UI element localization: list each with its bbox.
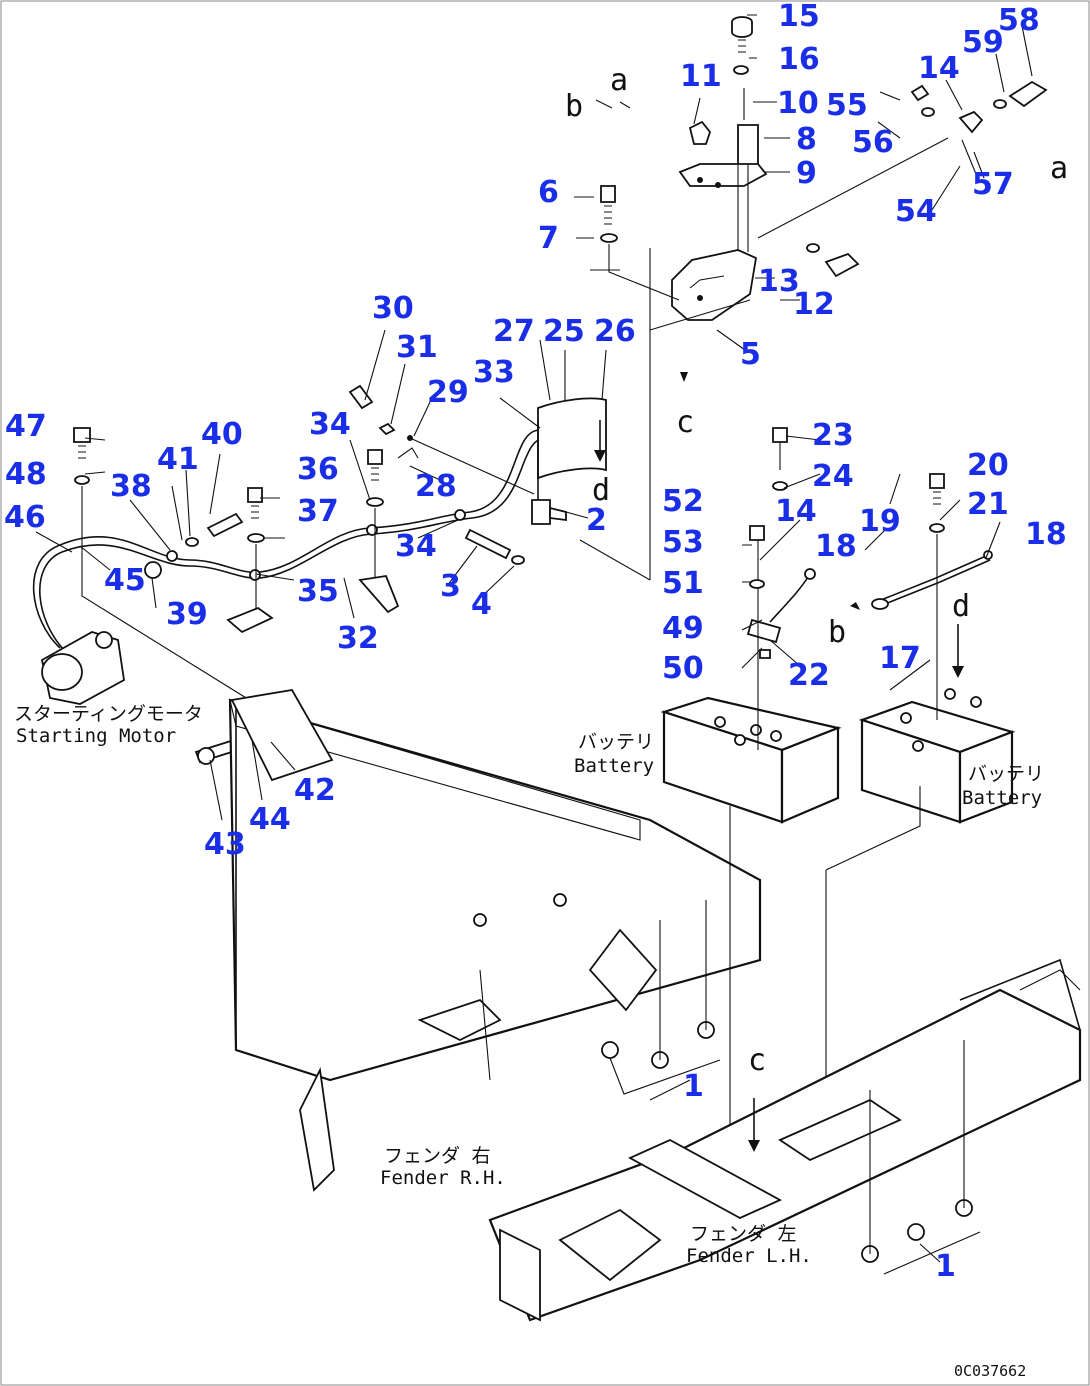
ref-letter-d: d <box>592 473 610 508</box>
callout-7: 7 <box>538 221 559 256</box>
callout-26: 26 <box>594 314 636 349</box>
callout-13: 13 <box>758 264 800 299</box>
callout-43: 43 <box>204 827 246 862</box>
ref-letter-c: c <box>676 405 694 440</box>
callout-47: 47 <box>5 409 47 444</box>
label-fender-lh-en: Fender L.H. <box>686 1245 812 1267</box>
callout-1: 1 <box>683 1069 704 1104</box>
callout-48: 48 <box>5 457 47 492</box>
leader-lines <box>35 14 1033 1263</box>
callout-44: 44 <box>249 802 291 837</box>
ref-letter-b: b <box>828 615 846 650</box>
callout-38: 38 <box>110 469 152 504</box>
callout-21: 21 <box>967 487 1009 522</box>
callout-4: 4 <box>471 587 492 622</box>
callout-16: 16 <box>778 42 820 77</box>
callout-31: 31 <box>396 330 438 365</box>
label-battery-left-en: Battery <box>574 755 654 777</box>
callout-58: 58 <box>998 3 1040 38</box>
label-fender-lh-jp: フェンダ 左 <box>690 1223 796 1245</box>
starter-cable-harness <box>32 248 688 765</box>
label-battery-right-en: Battery <box>962 787 1042 809</box>
label-starting-motor-jp: スターティングモータ <box>14 703 203 725</box>
fender-right <box>228 689 921 1192</box>
callout-53: 53 <box>662 525 704 560</box>
callout-56: 56 <box>852 125 894 160</box>
callout-27: 27 <box>493 314 535 349</box>
callout-12: 12 <box>793 287 835 322</box>
callout-17: 17 <box>879 641 921 676</box>
label-starting-motor-en: Starting Motor <box>16 725 176 747</box>
battery-right <box>850 473 1016 824</box>
ref-letter-c: c <box>748 1043 766 1078</box>
callout-40: 40 <box>201 417 243 452</box>
callout-9: 9 <box>796 156 817 191</box>
callout-23: 23 <box>812 418 854 453</box>
callout-51: 51 <box>662 566 704 601</box>
label-battery-right-jp: バッテリ <box>968 763 1044 785</box>
reference-letters: a a b b c c d d <box>565 63 1068 1078</box>
fender-left <box>488 958 1082 1322</box>
callout-57: 57 <box>972 167 1014 202</box>
callout-3: 3 <box>440 569 461 604</box>
callout-55: 55 <box>826 88 868 123</box>
callout-18: 18 <box>815 529 857 564</box>
callout-49: 49 <box>662 611 704 646</box>
drawing-code: 0C037662 <box>954 1362 1026 1380</box>
battery-disconnect-bracket <box>600 16 1048 331</box>
callout-34: 34 <box>309 407 351 442</box>
callout-25: 25 <box>543 314 585 349</box>
callout-37: 37 <box>297 494 339 529</box>
callout-8: 8 <box>796 122 817 157</box>
callout-14: 14 <box>918 51 960 86</box>
ref-letter-a: a <box>610 63 628 98</box>
callout-52: 52 <box>662 484 704 519</box>
ref-letter-b: b <box>565 89 583 124</box>
callout-29: 29 <box>427 375 469 410</box>
callout-35: 35 <box>297 574 339 609</box>
label-fender-rh-jp: フェンダ 右 <box>384 1145 490 1167</box>
callout-54: 54 <box>895 194 937 229</box>
callout-5: 5 <box>740 337 761 372</box>
callout-45: 45 <box>104 563 146 598</box>
callout-33: 33 <box>473 355 515 390</box>
callout-14: 14 <box>775 494 817 529</box>
callout-41: 41 <box>157 442 199 477</box>
callout-46: 46 <box>4 500 46 535</box>
label-fender-rh-en: Fender R.H. <box>380 1167 506 1189</box>
ref-letter-a: a <box>1050 151 1068 186</box>
callout-2: 2 <box>586 503 607 538</box>
callout-28: 28 <box>415 469 457 504</box>
callout-11: 11 <box>680 59 722 94</box>
callout-34: 34 <box>395 529 437 564</box>
callout-32: 32 <box>337 621 379 656</box>
ref-letter-d: d <box>952 589 970 624</box>
callout-6: 6 <box>538 175 559 210</box>
callout-1: 1 <box>935 1249 956 1284</box>
label-battery-left-jp: バッテリ <box>578 731 654 753</box>
callout-15: 15 <box>778 0 820 34</box>
callout-24: 24 <box>812 459 854 494</box>
callout-22: 22 <box>788 658 830 693</box>
battery-left <box>660 427 842 824</box>
callout-19: 19 <box>859 504 901 539</box>
callout-18: 18 <box>1025 517 1067 552</box>
callout-39: 39 <box>166 597 208 632</box>
callout-20: 20 <box>967 448 1009 483</box>
part-labels: スターティングモータ Starting Motor バッテリ Battery バ… <box>14 703 1044 1380</box>
callout-30: 30 <box>372 291 414 326</box>
callout-50: 50 <box>662 651 704 686</box>
callout-numbers: 1 1 2 3 4 5 6 7 8 9 10 11 12 13 14 14 15… <box>4 0 1067 1284</box>
callout-36: 36 <box>297 452 339 487</box>
callout-42: 42 <box>294 773 336 808</box>
callout-10: 10 <box>777 86 819 121</box>
callout-59: 59 <box>962 25 1004 60</box>
